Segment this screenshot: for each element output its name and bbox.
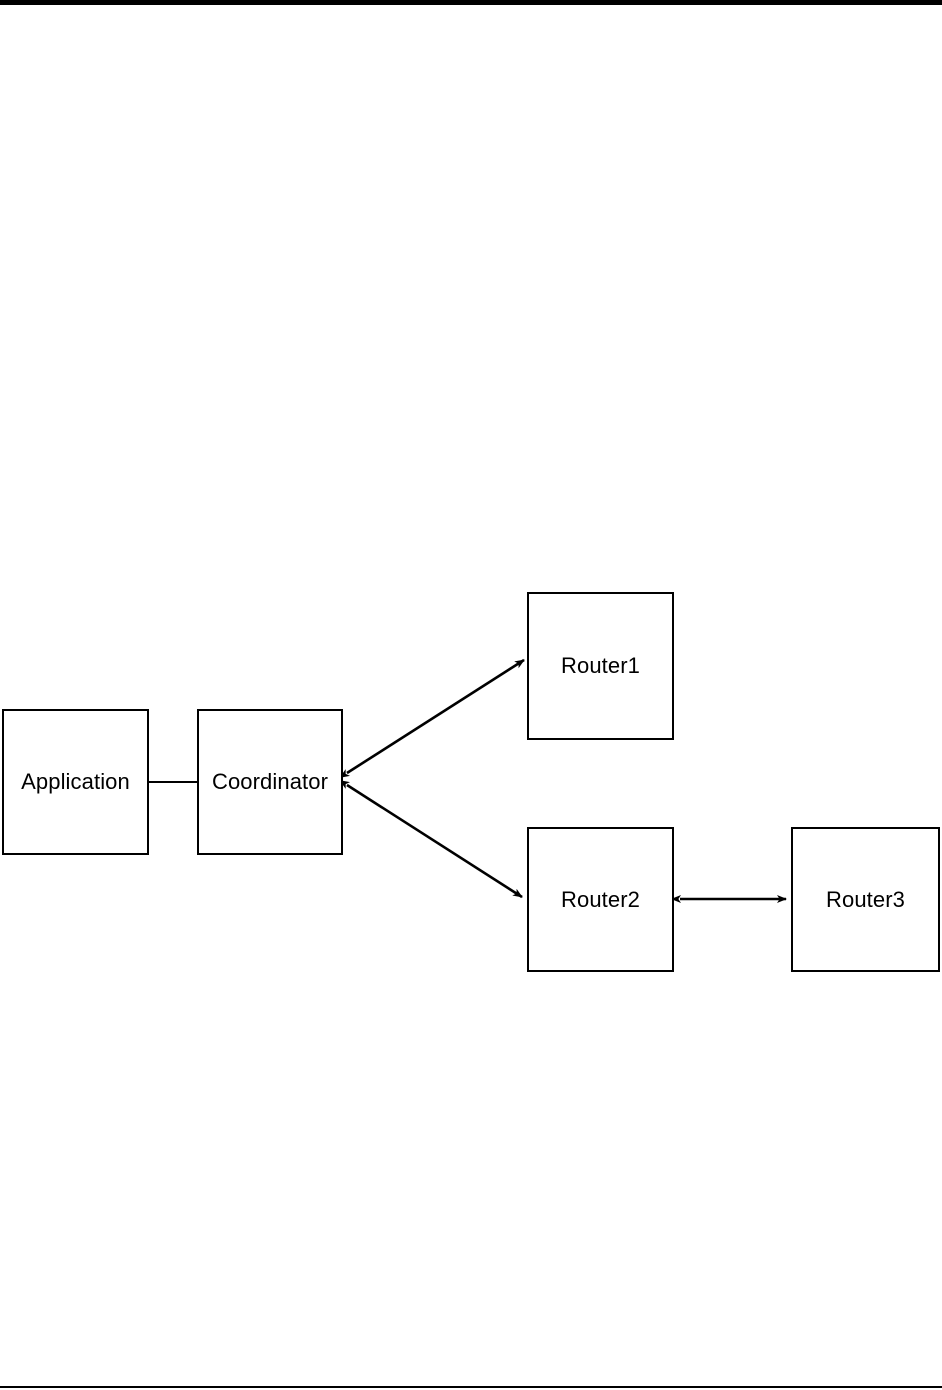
node-router2[interactable]: Router2 xyxy=(527,827,674,972)
node-router1[interactable]: Router1 xyxy=(527,592,674,740)
node-coordinator-label: Coordinator xyxy=(211,769,329,794)
node-coordinator[interactable]: Coordinator xyxy=(197,709,343,855)
node-application[interactable]: Application xyxy=(2,709,149,855)
edge-coordinator-router1 xyxy=(339,658,525,778)
node-router2-label: Router2 xyxy=(561,886,640,912)
node-router3-label: Router3 xyxy=(826,886,905,912)
edge-coordinator-router2 xyxy=(339,780,523,899)
node-application-label: Application xyxy=(21,769,130,794)
top-rule-divider xyxy=(0,0,942,5)
bottom-rule-divider xyxy=(0,1386,942,1388)
node-router3[interactable]: Router3 xyxy=(791,827,940,972)
node-router1-label: Router1 xyxy=(561,653,640,678)
